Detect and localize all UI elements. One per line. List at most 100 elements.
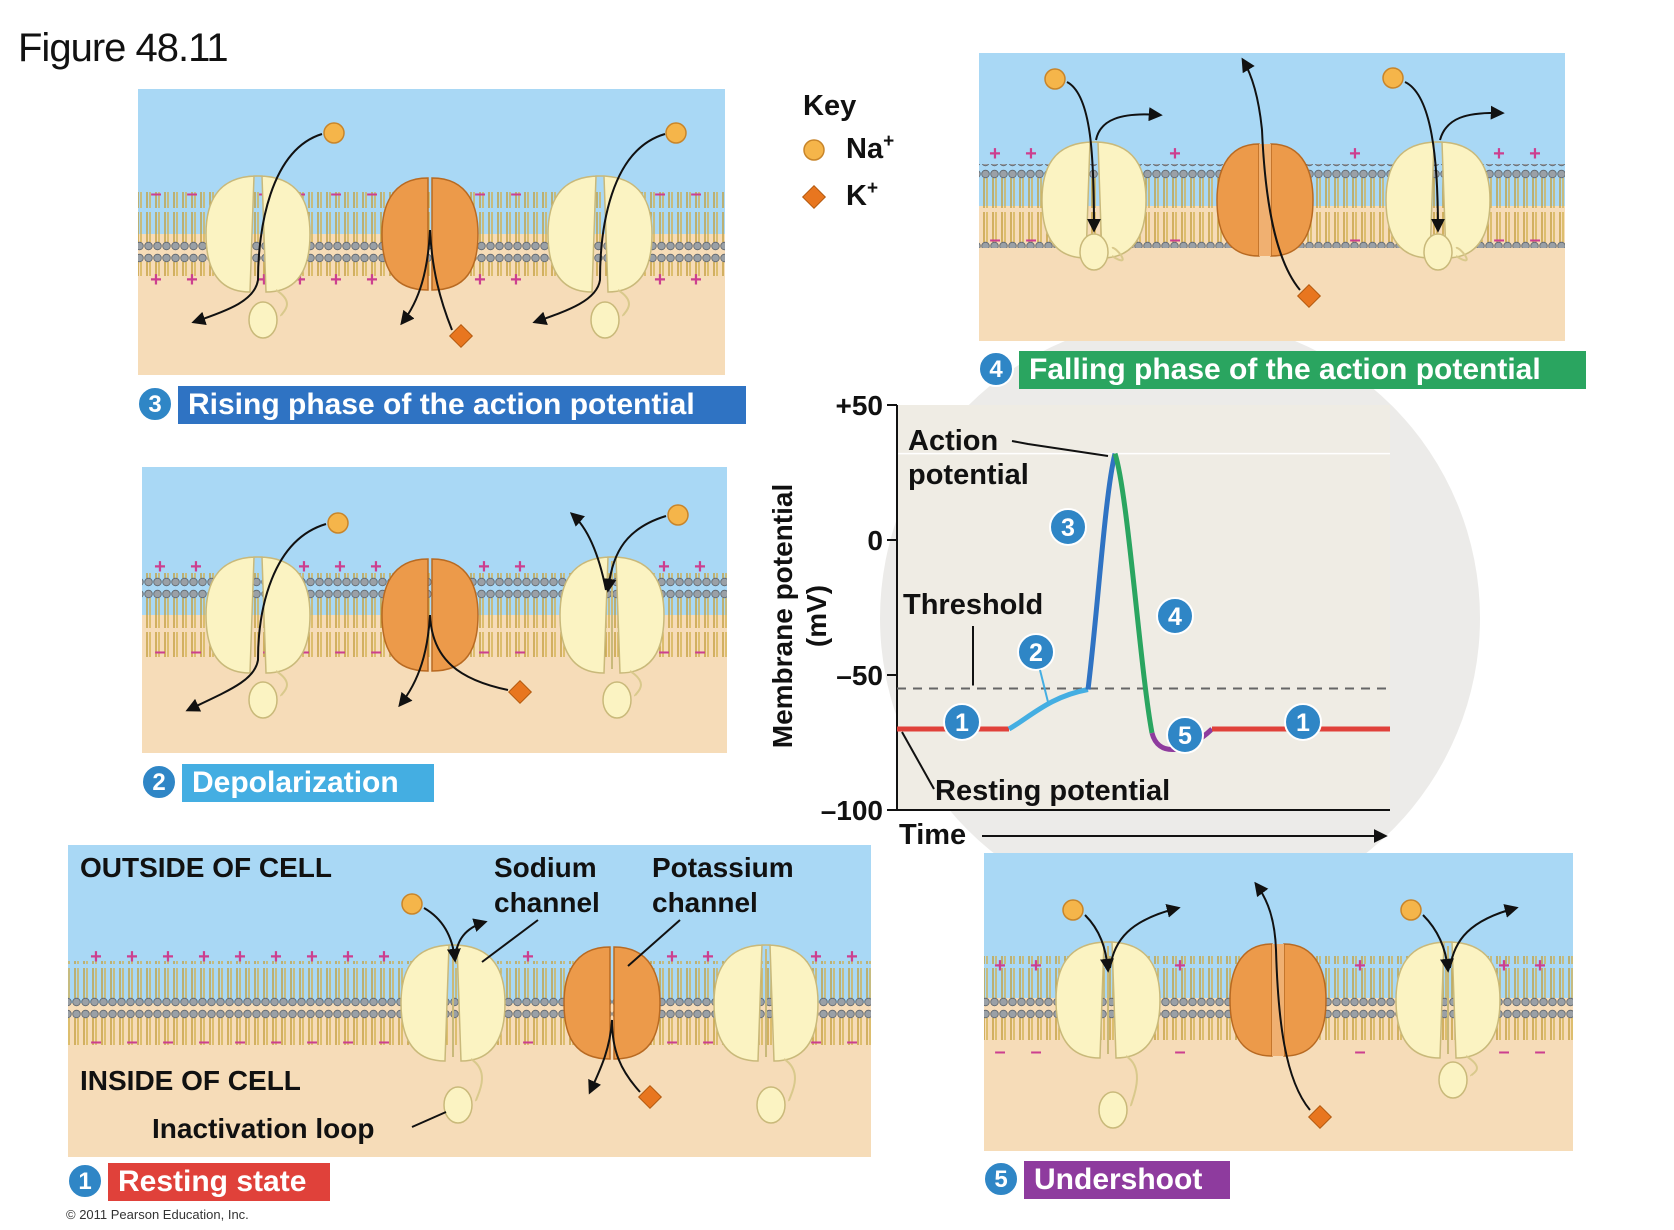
graph-phase-number: 3	[1061, 514, 1075, 542]
inactivation-loop	[248, 301, 278, 339]
ion-flow-arrow	[1241, 57, 1301, 291]
membrane-charge-sign: +	[1534, 955, 1546, 977]
sodium-channel-subunit	[559, 556, 613, 674]
membrane-charge-sign: –	[702, 1031, 713, 1053]
graph-phase-number: 1	[1296, 709, 1310, 737]
sodium-channel-subunit	[1107, 941, 1161, 1059]
potassium-ion	[801, 184, 827, 210]
sodium-channel-subunit	[599, 175, 653, 293]
potassium-ion	[448, 323, 474, 349]
graph-phase-number: 2	[1029, 639, 1043, 667]
action-potential-label: Action	[908, 425, 998, 457]
potassium-ion	[1296, 283, 1322, 309]
action-potential-label: potential	[908, 459, 1029, 491]
membrane-charge-sign: +	[1354, 955, 1366, 977]
graph-phase-number: 5	[1178, 722, 1192, 750]
membrane-charge-sign: +	[334, 556, 346, 578]
sodium-channel-subunit	[1395, 941, 1449, 1059]
potassium-channel-subunit	[381, 558, 429, 672]
ion-flow-arrow	[1095, 107, 1163, 141]
graph-phase-badge	[1156, 597, 1194, 635]
membrane-charge-sign: –	[994, 1041, 1005, 1063]
inactivation-loop	[590, 301, 620, 339]
ion-flow-arrow	[1404, 81, 1445, 233]
sodium-channel	[559, 556, 665, 719]
phase-label-bar	[1019, 351, 1586, 389]
membrane-charge-sign: –	[190, 641, 201, 663]
graph-phase-badge	[1017, 633, 1055, 671]
ion-flow-arrow	[423, 907, 461, 963]
inactivation-loop	[1098, 1091, 1128, 1129]
outside-of-cell-label: OUTSIDE OF CELL	[80, 852, 332, 883]
membrane-charge-sign: +	[154, 556, 166, 578]
membrane-charge-sign: –	[90, 1031, 101, 1053]
membrane-charge-sign: –	[330, 183, 341, 205]
membrane-charge-sign: +	[1030, 955, 1042, 977]
membrane-charge-sign: +	[366, 269, 378, 291]
phase-number: 4	[989, 356, 1003, 383]
membrane-charge-sign: –	[306, 1031, 317, 1053]
potassium-ion	[507, 679, 533, 705]
phase-number: 3	[148, 391, 161, 418]
sodium-ion	[1382, 67, 1404, 89]
phase-number-badge	[978, 351, 1014, 387]
phase-label-bar	[108, 1163, 330, 1201]
sodium-ion	[327, 512, 349, 534]
y-tick-label: –100	[821, 795, 883, 826]
sodium-ion	[1044, 68, 1066, 90]
sodium-channel-subunit	[611, 556, 665, 674]
membrane-charge-sign: +	[330, 269, 342, 291]
membrane-charge-sign: +	[666, 946, 678, 968]
key-na-symbol: Na	[846, 133, 884, 165]
membrane-charge-sign: +	[690, 269, 702, 291]
phase-number-badge	[67, 1163, 103, 1199]
sodium-channel-subunit	[205, 556, 259, 674]
inactivation-tether	[470, 1058, 483, 1102]
sodium-ion	[667, 504, 689, 526]
depolarization-badge-leader	[1039, 669, 1049, 703]
membrane-charge-sign: –	[1354, 1041, 1365, 1063]
phase-label-text: Depolarization	[192, 766, 399, 799]
copyright-notice: © 2011 Pearson Education, Inc.	[66, 1207, 249, 1222]
action-potential-leader	[1011, 440, 1109, 457]
membrane-charge-sign: –	[162, 1031, 173, 1053]
potassium-channel	[381, 558, 479, 672]
membrane-charge-sign: +	[126, 946, 138, 968]
panel-resting-state: ++++++++++++++––––––––––––––OUTSIDE OF C…	[67, 845, 871, 1201]
membrane-charge-sign: –	[810, 1031, 821, 1053]
membrane-charge-sign: +	[190, 556, 202, 578]
membrane-charge-sign: –	[1349, 229, 1360, 251]
graph-phase-badge	[1166, 716, 1204, 754]
membrane-charge-sign: –	[989, 229, 1000, 251]
sodium-channel	[205, 556, 311, 719]
ion-flow-arrow	[1449, 904, 1519, 969]
membrane-charge-sign: +	[306, 946, 318, 968]
membrane-charge-sign: +	[162, 946, 174, 968]
phase-number-badge	[983, 1161, 1019, 1197]
ion-flow-arrow	[454, 918, 488, 959]
sodium-ion	[401, 893, 423, 915]
membrane-charge-sign: –	[1025, 229, 1036, 251]
membrane-charge-sign: –	[658, 641, 669, 663]
phase-number-badge	[137, 386, 173, 422]
membrane-charge-sign: –	[1169, 229, 1180, 251]
key-na-label: Na+	[846, 131, 894, 165]
membrane-charge-sign: +	[1529, 143, 1541, 165]
inactivation-loop	[602, 681, 632, 719]
graph-plot-area	[897, 405, 1390, 810]
trace-falling	[1112, 452, 1155, 734]
membrane-charge-sign: +	[1498, 955, 1510, 977]
membrane-charge-sign: +	[298, 556, 310, 578]
membrane-charge-sign: +	[270, 946, 282, 968]
graph-phase-badge	[1284, 703, 1322, 741]
membrane-charge-sign: +	[810, 946, 822, 968]
sodium-channel-subunit	[1447, 941, 1501, 1059]
membrane-charge-sign: –	[514, 641, 525, 663]
resting-potential-label: Resting potential	[935, 775, 1170, 807]
ion-flow-arrow	[398, 614, 509, 708]
sodium-channel	[1395, 941, 1501, 1099]
